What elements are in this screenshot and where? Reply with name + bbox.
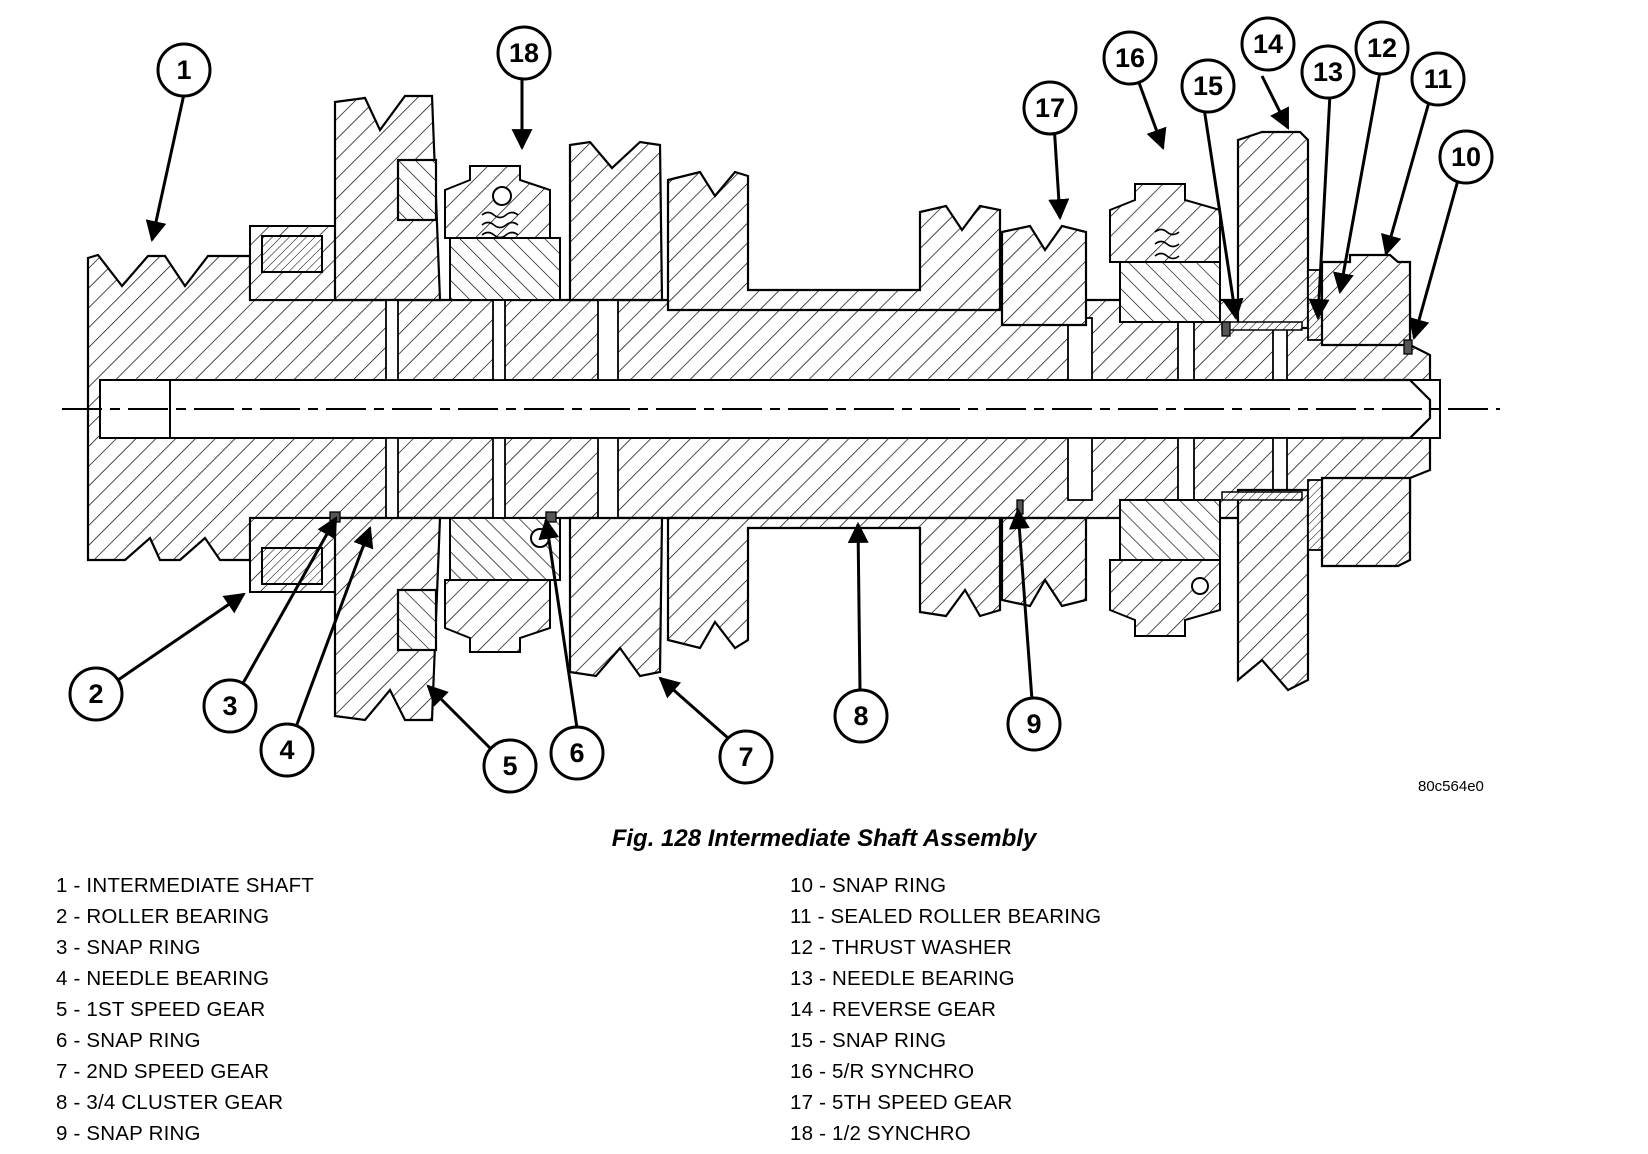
svg-text:7: 7 — [738, 742, 753, 772]
legend-item: 12 - THRUST WASHER — [790, 936, 1012, 959]
callout-13: 13 — [1300, 44, 1356, 100]
svg-text:18: 18 — [509, 38, 539, 68]
svg-text:10: 10 — [1451, 142, 1481, 172]
callout-4: 4 — [259, 722, 315, 778]
svg-text:9: 9 — [1026, 709, 1041, 739]
svg-text:12: 12 — [1367, 33, 1397, 63]
legend-item: 14 - REVERSE GEAR — [790, 998, 997, 1021]
legend-item: 9 - SNAP RING — [56, 1122, 201, 1145]
svg-text:5: 5 — [502, 751, 517, 781]
callout-11: 11 — [1410, 51, 1466, 107]
callouts: 1 2 3 4 5 6 7 8 9 10 11 12 13 14 15 16 1… — [68, 16, 1494, 794]
three-four-cluster-gear — [666, 170, 1002, 650]
svg-text:16: 16 — [1115, 43, 1145, 73]
legend-item: 3 - SNAP RING — [56, 936, 201, 959]
callout-9: 9 — [1006, 696, 1062, 752]
svg-text:8: 8 — [853, 701, 868, 731]
legend-item: 16 - 5/R SYNCHRO — [790, 1060, 975, 1083]
callout-7: 7 — [718, 729, 774, 785]
svg-text:17: 17 — [1035, 93, 1065, 123]
callout-6: 6 — [549, 725, 605, 781]
callout-8: 8 — [833, 688, 889, 744]
legend-item: 1 - INTERMEDIATE SHAFT — [56, 874, 315, 897]
second-speed-gear — [568, 140, 664, 678]
callout-18: 18 — [496, 25, 552, 81]
callout-15: 15 — [1180, 58, 1236, 114]
callout-5: 5 — [482, 738, 538, 794]
legend-left-column: 1 - INTERMEDIATE SHAFT 2 - ROLLER BEARIN… — [56, 870, 314, 1149]
svg-text:14: 14 — [1253, 29, 1283, 59]
one-two-synchro — [444, 165, 561, 653]
legend-item: 15 - SNAP RING — [790, 1029, 947, 1052]
legend-item: 8 - 3/4 CLUSTER GEAR — [56, 1091, 284, 1114]
legend-item: 2 - ROLLER BEARING — [56, 905, 270, 928]
legend-item: 18 - 1/2 SYNCHRO — [790, 1122, 971, 1145]
legend-item: 17 - 5TH SPEED GEAR — [790, 1091, 1013, 1114]
legend-item: 5 - 1ST SPEED GEAR — [56, 998, 266, 1021]
svg-text:11: 11 — [1424, 64, 1453, 94]
callout-leaders — [117, 71, 1460, 754]
callout-14: 14 — [1240, 16, 1296, 72]
figure-caption: Fig. 128 Intermediate Shaft Assembly — [611, 825, 1037, 852]
callout-2: 2 — [68, 666, 124, 722]
svg-text:15: 15 — [1193, 71, 1223, 101]
callout-10: 10 — [1438, 129, 1494, 185]
svg-text:1: 1 — [176, 55, 191, 85]
shaft-assembly-diagram: 1 2 3 4 5 6 7 8 9 10 11 12 13 14 15 16 1… — [62, 16, 1500, 794]
svg-text:6: 6 — [569, 738, 584, 768]
callout-16: 16 — [1102, 30, 1158, 86]
oil-passages — [385, 299, 1288, 519]
legend-item: 7 - 2ND SPEED GEAR — [56, 1060, 270, 1083]
legend-item: 10 - SNAP RING — [790, 874, 947, 897]
callout-17: 17 — [1022, 80, 1078, 136]
svg-text:4: 4 — [279, 735, 294, 765]
first-speed-gear — [333, 94, 442, 722]
fifth-speed-gear — [1000, 224, 1088, 608]
callout-1: 1 — [156, 42, 212, 98]
callout-3: 3 — [202, 678, 258, 734]
legend-item: 11 - SEALED ROLLER BEARING — [790, 905, 1102, 928]
callout-12: 12 — [1354, 20, 1410, 76]
svg-text:13: 13 — [1313, 57, 1343, 87]
figure-id-code: 80c564e0 — [1418, 778, 1484, 795]
legend-item: 6 - SNAP RING — [56, 1029, 201, 1052]
five-reverse-synchro — [1109, 183, 1221, 637]
legend-right-column: 10 - SNAP RING 11 - SEALED ROLLER BEARIN… — [790, 870, 1101, 1149]
legend-item: 13 - NEEDLE BEARING — [790, 967, 1015, 990]
svg-text:3: 3 — [222, 691, 237, 721]
legend-item: 4 - NEEDLE BEARING — [56, 967, 270, 990]
svg-text:2: 2 — [88, 679, 103, 709]
